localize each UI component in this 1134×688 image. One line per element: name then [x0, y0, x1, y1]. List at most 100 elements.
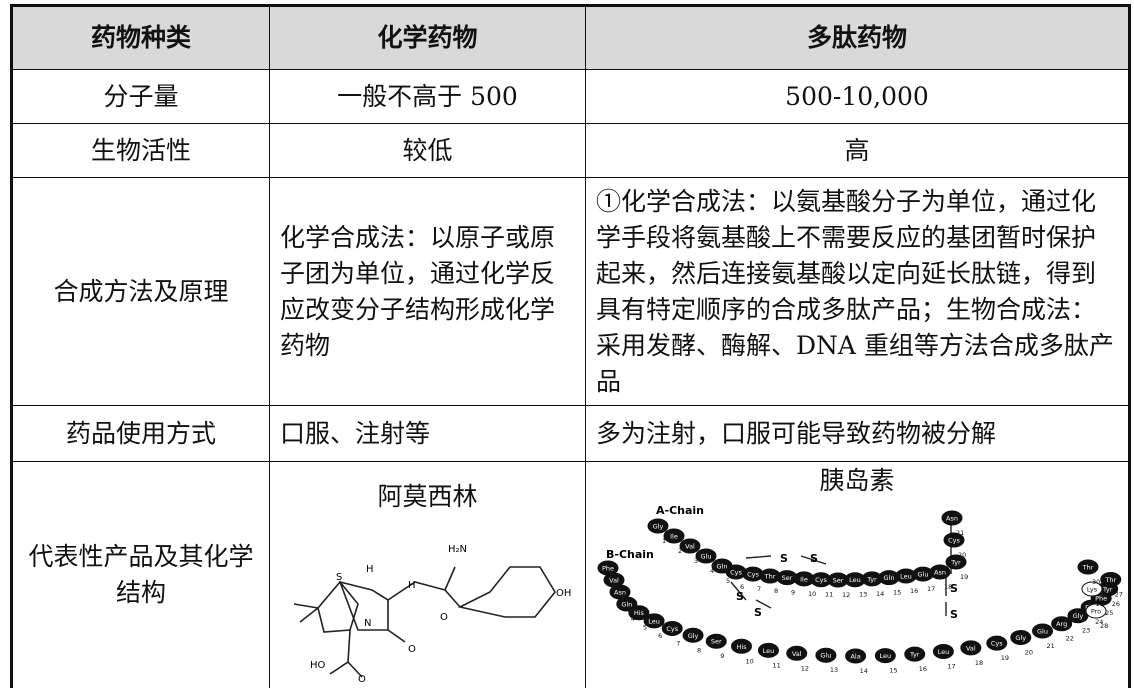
- a-chain-residue-label: Gln: [717, 562, 728, 570]
- table-row: 药品使用方式 口服、注射等 多为注射，口服可能导致药物被分解: [10, 405, 1131, 462]
- b-chain-residue-label: Gly: [688, 632, 699, 640]
- header-peptide: 多肽药物: [585, 4, 1131, 70]
- atom-nh: H: [408, 580, 416, 591]
- header-drug-type: 药物种类: [10, 4, 270, 70]
- b-chain-residue-label: Tyr: [909, 650, 920, 658]
- b-chain-residue-label: Val: [609, 576, 619, 584]
- a-chain-residue-label: Tyr: [950, 558, 961, 566]
- peptide-cell: 多为注射，口服可能导致药物被分解: [585, 405, 1131, 462]
- a-chain-residue-label: Ser: [782, 574, 793, 582]
- b-chain-residue-label: Glu: [820, 651, 831, 659]
- a-chain-residue-number: 21: [956, 529, 964, 537]
- insulin-structure: A-Chain B-Chain S S S S S: [597, 504, 1123, 675]
- a-chain-residue: Tyr 19: [945, 554, 968, 581]
- b-chain-residue-label: Leu: [880, 652, 892, 660]
- bond-s-4: S: [754, 606, 762, 619]
- a-chain-residue-label: Thr: [764, 572, 776, 580]
- amoxicillin-structure: H₂N S H N H O O O OH HO: [293, 544, 571, 682]
- b-chain-residue-label: Leu: [763, 647, 775, 655]
- a-chain-residue-number: 15: [893, 588, 901, 596]
- a-chain-residue-label: Gln: [884, 574, 895, 582]
- chem-cell: 化学合成法：以原子或原子团为单位，通过化学反应改变分子结构形成化学药物: [269, 177, 586, 406]
- a-chain-residue-label: Asn: [946, 514, 958, 522]
- table-row: 生物活性 较低 高: [10, 123, 1131, 178]
- b-chain-residue-number: 22: [1066, 634, 1074, 642]
- b-chain-residue-number: 28: [1100, 622, 1108, 630]
- b-chain-residue-number: 6: [658, 632, 662, 640]
- b-chain-residue-number: 14: [860, 667, 868, 675]
- peptide-cell: 胰岛素 A-Chain B-Chain S S S: [585, 461, 1131, 688]
- a-chain-residue-number: 7: [757, 585, 761, 593]
- b-chain-residue-number: 17: [947, 662, 955, 670]
- a-chain-residue-number: 11: [825, 590, 833, 598]
- chem-cell: 阿莫西林 H₂N: [269, 461, 586, 688]
- row-label: 分子量: [10, 69, 270, 124]
- a-chain-residue-number: 16: [910, 587, 918, 595]
- a-chain-residue-number: 1: [662, 537, 666, 545]
- b-chain-residue-number: 16: [919, 665, 927, 673]
- row-label: 代表性产品及其化学结构: [10, 461, 270, 688]
- a-chain-residue: Thr 8: [759, 568, 781, 595]
- b-chain-residue-label: Asn: [614, 588, 626, 596]
- peptide-cell: 高: [585, 123, 1131, 178]
- a-chain-residue: Cys 20: [943, 532, 966, 559]
- table-row: 合成方法及原理 化学合成法：以原子或原子团为单位，通过化学反应改变分子结构形成化…: [10, 177, 1131, 406]
- header-row: 药物种类 化学药物 多肽药物: [10, 4, 1131, 70]
- a-chain-residue-number: 17: [927, 585, 935, 593]
- b-chain-residue-number: 20: [1025, 648, 1033, 656]
- b-chain-residue-label: Thr: [1082, 563, 1094, 571]
- a-chain-residue-number: 8: [774, 587, 778, 595]
- a-chain-residue-label: Tyr: [866, 575, 877, 583]
- a-chain-residue-number: 6: [740, 583, 744, 591]
- atom-oh: OH: [556, 588, 571, 599]
- a-chain-residue-label: Cys: [948, 536, 960, 544]
- peptide-cell: 500-10,000: [585, 69, 1131, 124]
- b-chain-label: B-Chain: [606, 548, 654, 561]
- table-row: 代表性产品及其化学结构 阿莫西林: [10, 461, 1131, 688]
- b-chain-residue-label: Pro: [1091, 607, 1101, 615]
- chem-cell: 一般不高于 500: [269, 69, 586, 124]
- chem-cell: 较低: [269, 123, 586, 178]
- b-chain-residue-number: 15: [889, 666, 897, 674]
- b-chain-residue-label: Ser: [711, 637, 722, 645]
- atom-s: S: [336, 572, 342, 583]
- b-chain-residue-number: 29: [1096, 600, 1104, 608]
- a-chain-residue-number: 19: [960, 573, 968, 581]
- peptide-cell: ①化学合成法：以氨基酸分子为单位，通过化学手段将氨基酸上不需要反应的基团暂时保护…: [585, 177, 1131, 406]
- b-chain-residue-label: Ala: [850, 652, 860, 660]
- row-label: 药品使用方式: [10, 405, 270, 462]
- disulfide-bonds: [730, 515, 952, 616]
- atom-h: H: [366, 564, 374, 575]
- b-chain-residue-number: 13: [830, 666, 838, 674]
- bond-s-2: S: [810, 552, 818, 565]
- b-chain-residue-number: 30: [1092, 578, 1100, 586]
- b-chain-residue-label: Phe: [602, 564, 614, 572]
- a-chain-residue-label: Val: [685, 542, 695, 550]
- b-chain-residue-label: Leu: [938, 648, 950, 656]
- b-chain-residue: Leu 15: [874, 647, 898, 674]
- a-chain-residue-number: 3: [694, 557, 698, 565]
- b-chain-residue-label: Thr: [1104, 576, 1116, 584]
- a-chain-residue-number: 2: [678, 547, 682, 555]
- b-chain-residue-number: 8: [697, 646, 701, 654]
- b-chain-residue-label: Phe: [1095, 594, 1107, 602]
- bond-s-3: S: [736, 590, 744, 603]
- atom-n: N: [364, 618, 371, 629]
- a-chain-residue-number: 20: [958, 551, 966, 559]
- a-chain-label: A-Chain: [656, 504, 704, 517]
- a-chain-residue-number: 12: [842, 591, 850, 599]
- b-chain-residue-label: Cys: [666, 625, 678, 633]
- a-chain-residue-label: Ser: [833, 576, 844, 584]
